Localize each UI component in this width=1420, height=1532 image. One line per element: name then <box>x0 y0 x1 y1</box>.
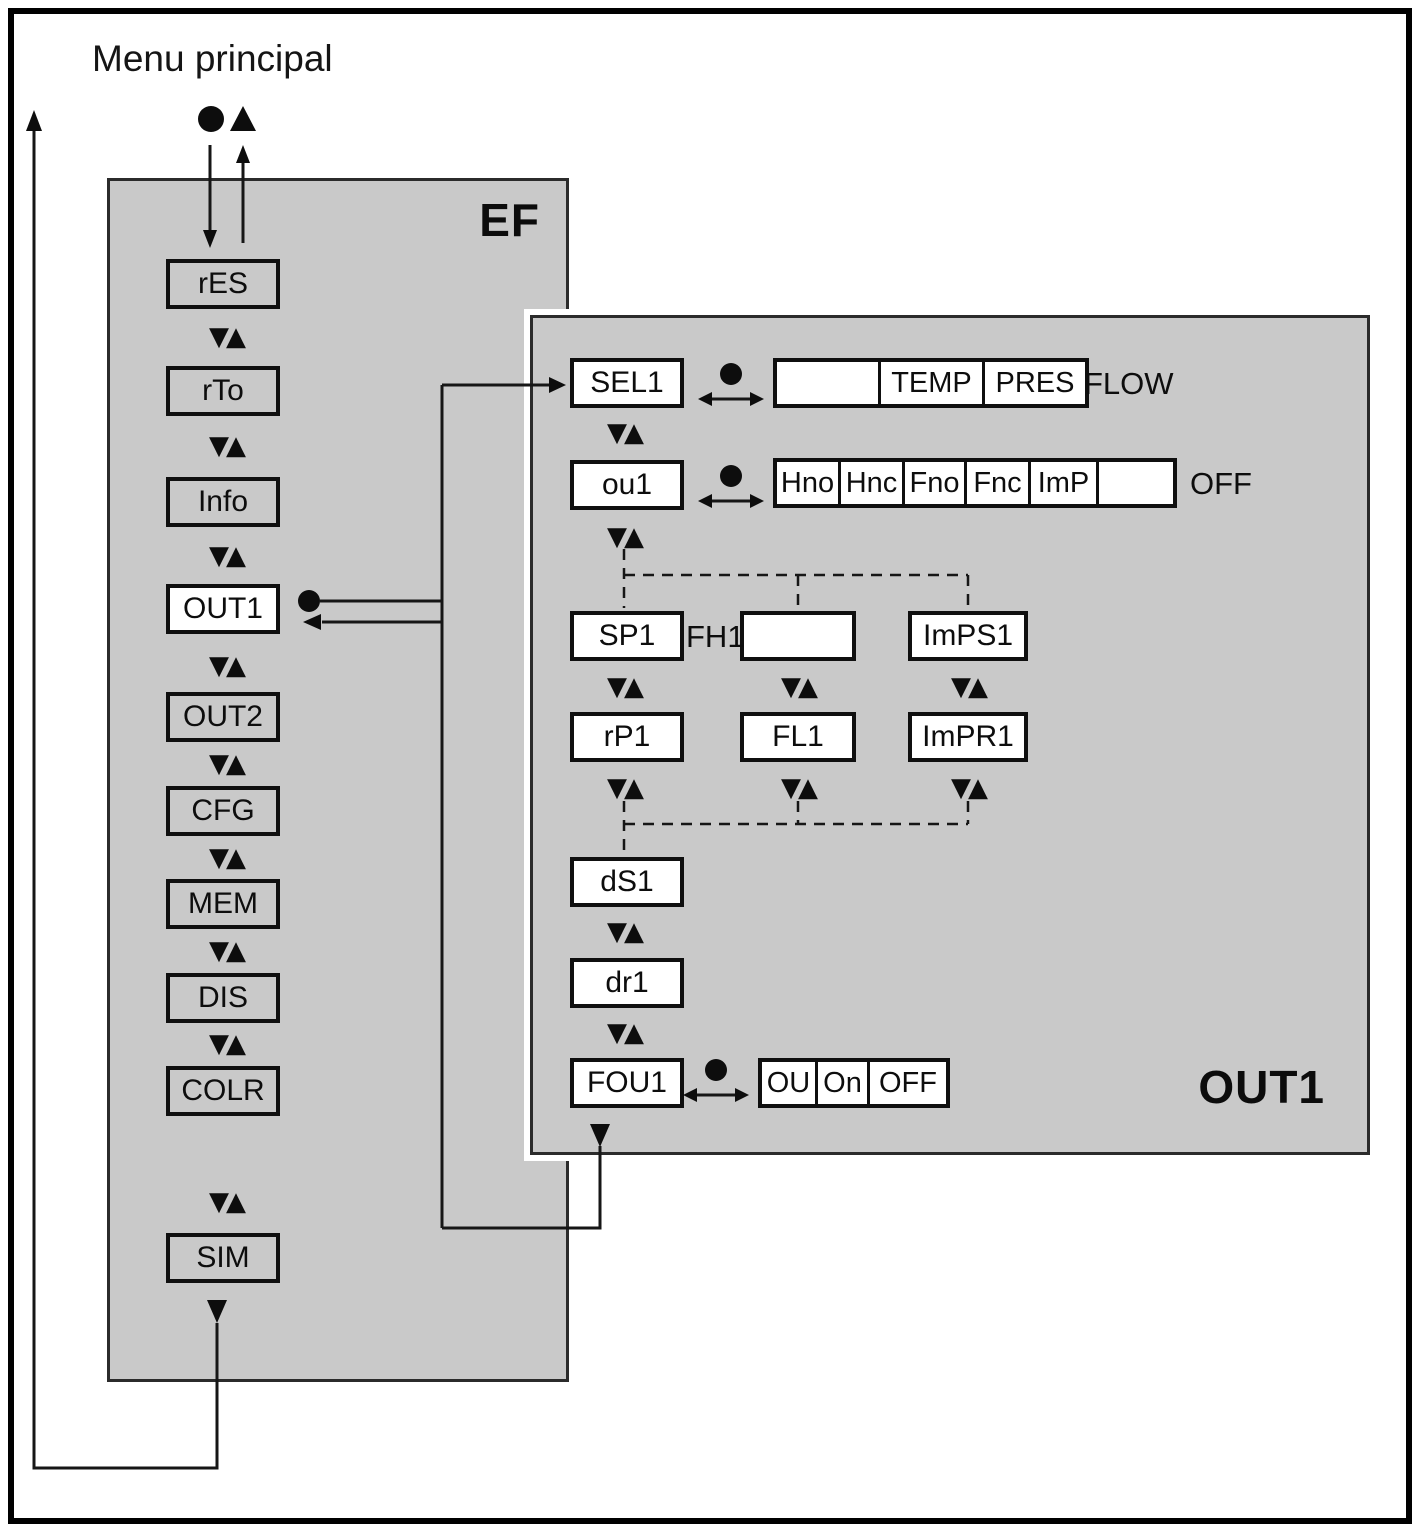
menu-item-out1: OUT1 <box>166 584 280 634</box>
updown-arrows-icon: ▼▲ <box>209 322 246 352</box>
menu-item-out2: OUT2 <box>166 692 280 742</box>
updown-arrows-icon: ▼▲ <box>781 773 818 803</box>
ef-panel: EF <box>107 178 569 1382</box>
menu-item-cfg: CFG <box>166 786 280 836</box>
sel1-option-blank <box>777 362 881 404</box>
ef-panel-label: EF <box>479 194 540 246</box>
param-sp1: SP1 <box>570 611 684 661</box>
ou1-option-imp: ImP <box>1031 462 1099 504</box>
sel1-option-flow: FLOW <box>1084 365 1174 401</box>
diagram-title: Menu principal <box>92 38 333 79</box>
updown-arrows-icon: ▼▲ <box>209 1029 246 1059</box>
sel1-option-temp: TEMP <box>881 362 985 404</box>
ou1-option-fno: Fno <box>905 462 967 504</box>
updown-arrows-icon: ▼▲ <box>951 773 988 803</box>
updown-arrows-icon: ▼▲ <box>209 651 246 681</box>
menu-item-rto: rTo <box>166 366 280 416</box>
fou1-option-ou: OU <box>762 1062 818 1104</box>
updown-arrows-icon: ▼▲ <box>607 773 644 803</box>
menu-item-info: Info <box>166 477 280 527</box>
sel1-option-pres: PRES <box>995 366 1075 399</box>
param-impr1: ImPR1 <box>908 712 1028 762</box>
fou1-option-off: OFF <box>879 1066 937 1099</box>
updown-arrows-icon: ▼▲ <box>209 431 246 461</box>
param-fh1-box <box>740 611 856 661</box>
fou1-option-on: On <box>818 1062 870 1104</box>
param-rp1: rP1 <box>570 712 684 762</box>
ou1-option-fnc: Fnc <box>967 462 1031 504</box>
updown-arrows-icon: ▼▲ <box>951 672 988 702</box>
updown-arrows-icon: ▼▲ <box>209 749 246 779</box>
menu-item-dis: DIS <box>166 973 280 1023</box>
menu-item-res: rES <box>166 259 280 309</box>
param-fl1: FL1 <box>740 712 856 762</box>
menu-item-colr: COLR <box>166 1066 280 1116</box>
sel1-options-row: TEMP PRES <box>773 358 1089 408</box>
outer-border <box>8 8 1412 1524</box>
updown-arrows-icon: ▼▲ <box>607 1018 644 1048</box>
updown-arrows-icon: ▼▲ <box>209 936 246 966</box>
ou1-options-row: Hno Hnc Fno Fnc ImP <box>773 458 1177 508</box>
ou1-option-off: OFF <box>1190 465 1252 501</box>
updown-arrows-icon: ▼▲ <box>607 917 644 947</box>
updown-arrows-icon: ▼▲ <box>607 522 644 552</box>
param-fou1: FOU1 <box>570 1058 684 1108</box>
ou1-option-hnc: Hnc <box>841 462 905 504</box>
ou1-option-hno: Hno <box>777 462 841 504</box>
param-sel1: SEL1 <box>570 358 684 408</box>
param-dr1: dr1 <box>570 958 684 1008</box>
ou1-option-blank <box>1099 462 1173 504</box>
updown-arrows-icon: ▼▲ <box>209 1187 246 1217</box>
out1-panel-label: OUT1 <box>1198 1061 1325 1113</box>
updown-arrows-icon: ▼▲ <box>209 541 246 571</box>
param-ou1: ou1 <box>570 460 684 510</box>
menu-item-mem: MEM <box>166 879 280 929</box>
param-ds1: dS1 <box>570 857 684 907</box>
updown-arrows-icon: ▼▲ <box>209 843 246 873</box>
updown-arrows-icon: ▼▲ <box>607 672 644 702</box>
param-fh1-label: FH1 <box>686 618 745 654</box>
fou1-options-row: OU On OFF <box>758 1058 950 1108</box>
updown-arrows-icon: ▼▲ <box>781 672 818 702</box>
param-imps1: ImPS1 <box>908 611 1028 661</box>
menu-item-sim: SIM <box>166 1233 280 1283</box>
updown-arrows-icon: ▼▲ <box>607 418 644 448</box>
